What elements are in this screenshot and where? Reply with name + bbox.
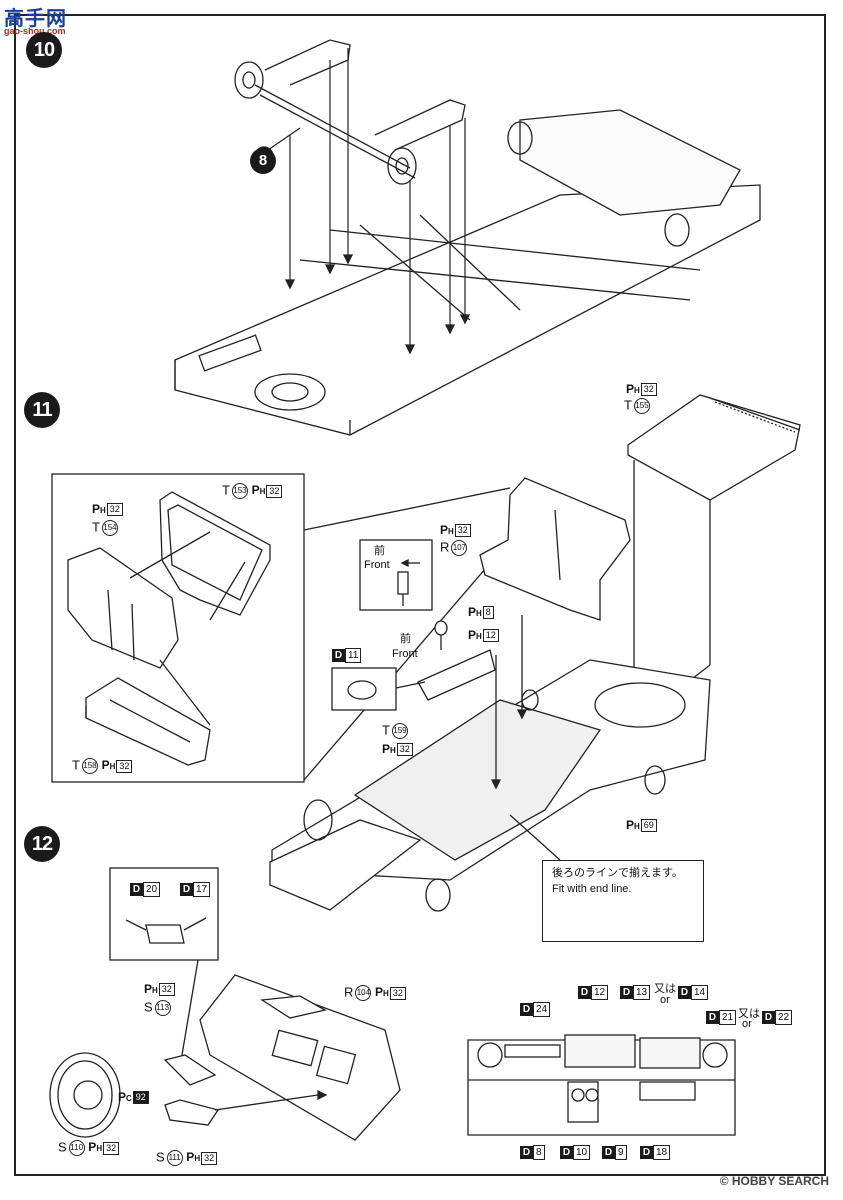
watermark-logo: 高手网 gao-shou.com [2,2,82,38]
shift-front-jp: 前 [374,545,385,557]
step10-chassis-drawing [174,39,761,436]
footer-watermark: © HOBBY SEARCH [719,1174,829,1188]
alignment-note-en: Fit with end line. [552,883,632,895]
label-or-jp-1: 又は [654,983,676,995]
label-or-jp-2: 又は [738,1008,760,1020]
part-8-badge: 8 [250,148,276,174]
alignment-note-box [542,860,704,942]
d11-inset-box [331,667,397,711]
front-jp-2: 前 [400,633,411,645]
page-border [14,14,826,1176]
steering-wheel [49,1052,121,1138]
watermark-url: gao-shou.com [4,26,66,36]
front-en-2: Front [392,648,418,660]
step10-arrows [267,48,466,345]
inset-seat-back [67,547,179,669]
step-12-badge: 12 [24,826,60,862]
inset-seat-frame [159,491,271,616]
watermark-text: 高手网 [4,6,67,30]
shift-front-box [359,539,433,611]
label-or-en-1: or [660,994,670,1006]
step-10-badge: 10 [26,32,62,68]
steering-column [163,1054,220,1126]
label-or-en-2: or [742,1018,752,1030]
step12-switch-inset [109,867,219,961]
dashboard-drawing [199,974,401,1141]
dash-decal-diagram [467,1034,736,1136]
step-11-badge: 11 [24,392,60,428]
inset-seat-cushion [85,677,211,766]
step10-arrowheads [284,254,471,355]
step11-chassis [269,659,711,912]
rear-deck-panel [627,394,801,501]
alignment-note-jp: 後ろのラインで揃えます。 [552,867,683,879]
shift-front-en: Front [364,559,390,571]
main-rear-seat [479,477,631,621]
console-part [417,649,496,701]
